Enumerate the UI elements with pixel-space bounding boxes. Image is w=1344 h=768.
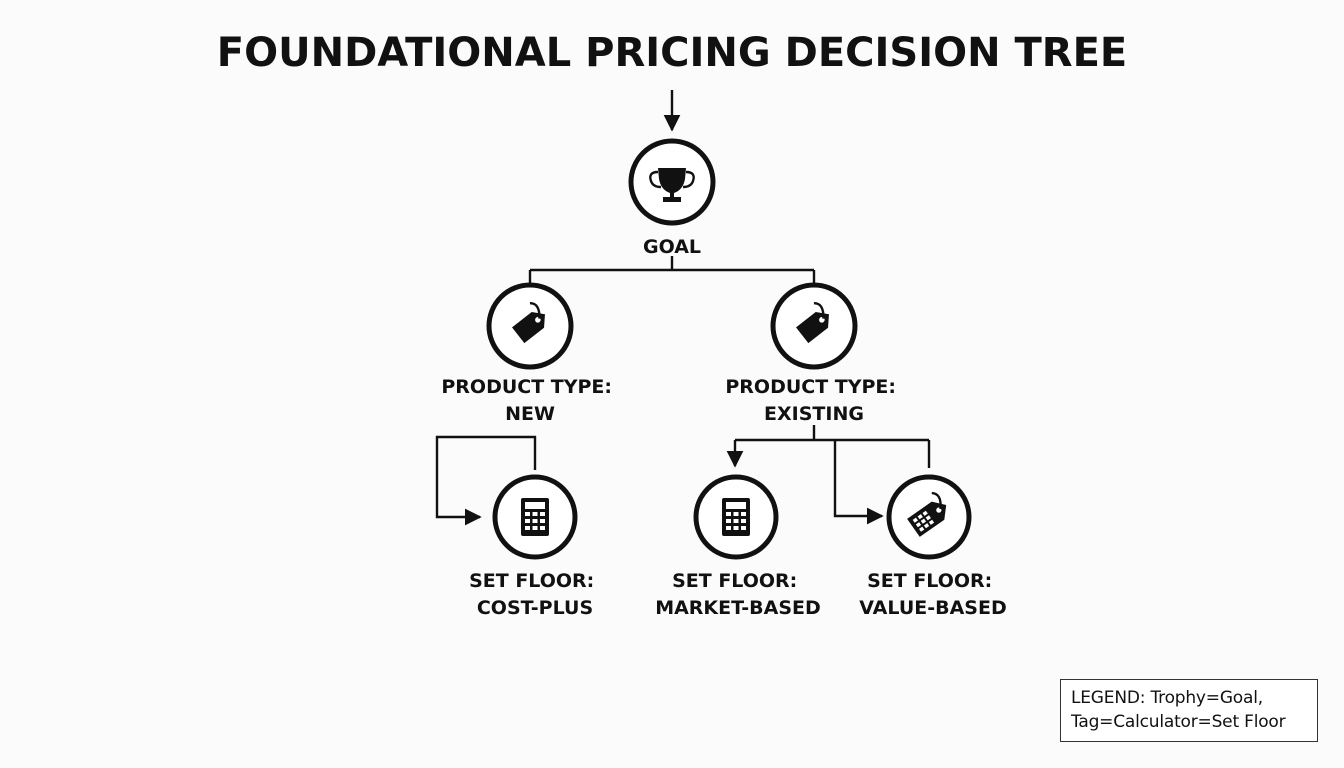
set-floor-market-based-label: SET FLOOR: MARKET-BASED xyxy=(655,570,821,619)
calculator-tag-icon xyxy=(907,491,947,537)
legend-line-2: Tag=Calculator=Set Floor xyxy=(1071,712,1286,732)
calculator-icon xyxy=(722,498,750,536)
set-floor-cost-plus-node: SET FLOOR: COST-PLUS xyxy=(469,474,601,619)
product-type-existing-node: PRODUCT TYPE: EXISTING xyxy=(725,282,902,425)
goal-node: GOAL xyxy=(628,138,716,258)
arrow-new-to-cost-plus xyxy=(435,435,537,526)
price-tag-icon xyxy=(796,301,829,344)
calculator-icon xyxy=(521,498,549,536)
product-type-existing-label: PRODUCT TYPE: EXISTING xyxy=(725,376,902,425)
set-floor-market-based-node: SET FLOOR: MARKET-BASED xyxy=(655,474,821,619)
set-floor-cost-plus-label: SET FLOOR: COST-PLUS xyxy=(469,570,601,619)
goal-label: GOAL xyxy=(643,236,701,258)
set-floor-value-based-node: SET FLOOR: VALUE-BASED xyxy=(859,474,1007,619)
product-type-new-label: PRODUCT TYPE: NEW xyxy=(441,376,618,425)
connectors xyxy=(435,90,931,526)
price-tag-icon xyxy=(512,301,545,344)
product-type-new-node: PRODUCT TYPE: NEW xyxy=(441,282,618,425)
trophy-icon xyxy=(649,168,695,202)
legend: LEGEND: Trophy=Goal, Tag=Calculator=Set … xyxy=(1060,679,1318,742)
diagram-title: FOUNDATIONAL PRICING DECISION TREE xyxy=(217,30,1127,76)
set-floor-value-based-label: SET FLOOR: VALUE-BASED xyxy=(859,570,1006,619)
arrow-existing-to-value-based xyxy=(833,440,884,525)
legend-line-1: LEGEND: Trophy=Goal, xyxy=(1071,688,1263,708)
